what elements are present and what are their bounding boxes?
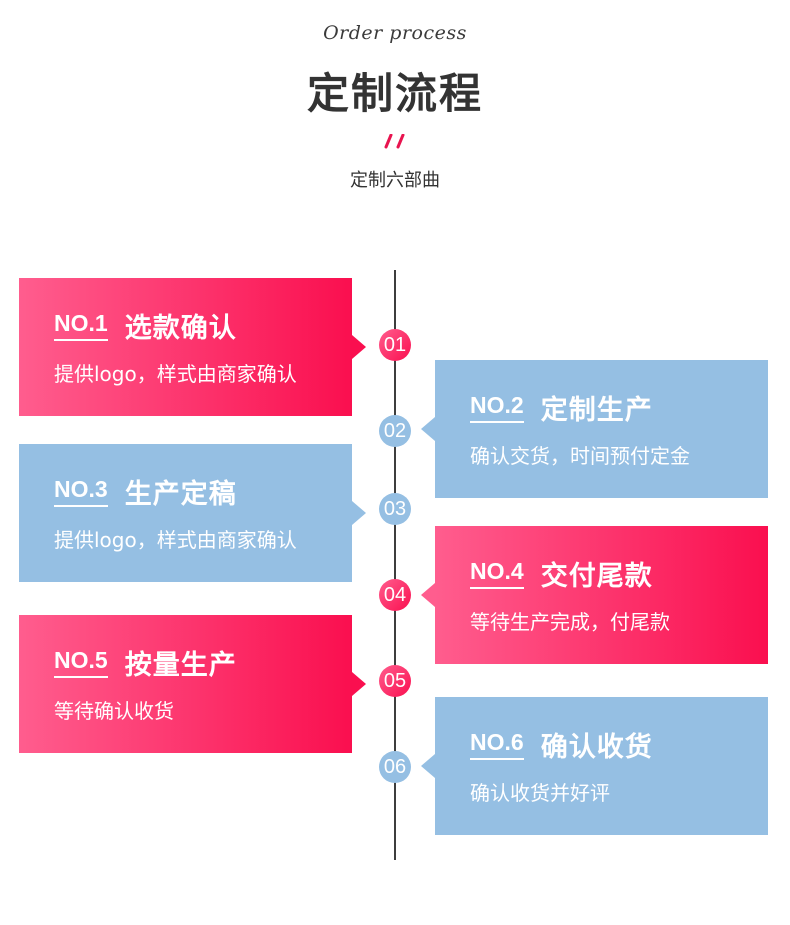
step-circle-5: 05 [379,665,411,697]
step-circle-1: 01 [379,329,411,361]
step-number: NO.4 [470,558,524,589]
step-heading: NO.2 定制生产 [470,388,653,427]
step-card-4: NO.4 交付尾款 等待生产完成，付尾款 [421,526,768,664]
step-description: 确认收货并好评 [470,781,610,805]
step-circle-6: 06 [379,751,411,783]
step-description: 提供logo，样式由商家确认 [54,528,297,552]
script-title: Order process [323,22,467,44]
step-card-6: NO.6 确认收货 确认收货并好评 [421,697,768,835]
step-description: 等待生产完成，付尾款 [470,610,670,634]
step-description: 提供logo，样式由商家确认 [54,362,297,386]
step-title: 按量生产 [124,650,237,681]
accent-marks-icon [384,134,405,149]
step-heading: NO.4 交付尾款 [470,554,653,593]
step-title: 交付尾款 [540,561,653,592]
step-number: NO.3 [54,476,108,507]
step-heading: NO.1 选款确认 [54,306,237,345]
step-card-5: NO.5 按量生产 等待确认收货 [19,615,366,753]
step-number: NO.2 [470,392,524,423]
step-heading: NO.6 确认收货 [470,725,653,764]
step-number: NO.6 [470,729,524,760]
step-title: 确认收货 [540,732,653,763]
step-card-3: NO.3 生产定稿 提供logo，样式由商家确认 [19,444,366,582]
step-circle-2: 02 [379,415,411,447]
step-description: 等待确认收货 [54,699,174,723]
step-circle-3: 03 [379,493,411,525]
step-heading: NO.5 按量生产 [54,643,237,682]
page-subtitle: 定制六部曲 [350,170,440,191]
step-number: NO.5 [54,647,108,678]
step-title: 定制生产 [540,395,653,426]
step-title: 选款确认 [124,313,237,344]
step-heading: NO.3 生产定稿 [54,472,237,511]
step-description: 确认交货，时间预付定金 [470,444,690,468]
step-circle-4: 04 [379,579,411,611]
page-title: 定制流程 [306,69,483,118]
step-number: NO.1 [54,310,108,341]
step-card-1: NO.1 选款确认 提供logo，样式由商家确认 [19,278,366,416]
step-title: 生产定稿 [124,479,237,510]
step-card-2: NO.2 定制生产 确认交货，时间预付定金 [421,360,768,498]
timeline-line [394,270,396,860]
